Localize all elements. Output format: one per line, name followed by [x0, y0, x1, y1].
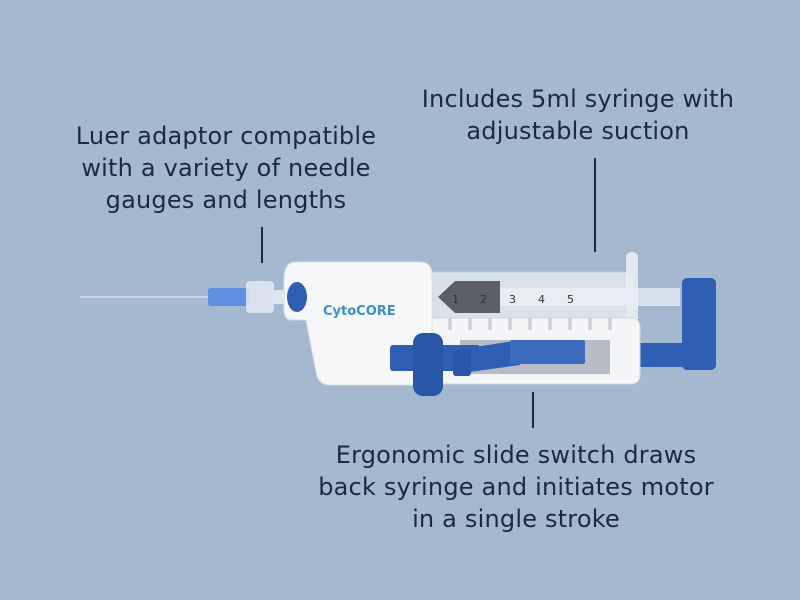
slide-linkage: [468, 340, 520, 372]
luer-port: [287, 282, 307, 312]
leader-line-syringe: [594, 158, 596, 252]
callout-slide-switch: Ergonomic slide switch draws back syring…: [286, 439, 746, 535]
luer-adaptor: [246, 281, 274, 313]
syringe-mark: 4: [538, 293, 545, 306]
callout-line: back syringe and initiates motor: [318, 473, 714, 501]
luer-connector: [272, 290, 286, 304]
slide-switch-hinge: [453, 350, 471, 376]
callout-line: with a variety of needle: [81, 154, 371, 182]
logo-text: CytoCORE: [323, 304, 396, 319]
syringe-mark: 5: [567, 293, 574, 306]
callout-line: in a single stroke: [412, 505, 620, 533]
syringe-mark: 3: [509, 293, 516, 306]
callout-line: Ergonomic slide switch draws: [335, 441, 697, 469]
plunger-bracket: [682, 278, 716, 370]
syringe-mark: 1: [452, 293, 459, 306]
leader-line-switch: [532, 392, 534, 428]
callout-line: Includes 5ml syringe with: [421, 85, 735, 113]
callout-luer-adaptor: Luer adaptor compatible with a variety o…: [46, 120, 406, 216]
callout-line: Luer adaptor compatible: [75, 122, 377, 150]
callout-line: gauges and lengths: [105, 186, 347, 214]
leader-line-luer: [261, 227, 263, 263]
syringe-plunger-tip: [438, 281, 500, 313]
callout-syringe: Includes 5ml syringe with adjustable suc…: [388, 83, 768, 147]
syringe-plunger-rod: [500, 288, 680, 306]
syringe-flange: [626, 252, 638, 330]
callout-line: adjustable suction: [466, 117, 690, 145]
syringe-mark: 2: [480, 293, 487, 306]
slide-carriage: [510, 340, 585, 364]
slide-switch-handle[interactable]: [413, 333, 443, 396]
syringe-marks: 1 2 3 4 5: [452, 293, 574, 306]
needle-hub: [208, 288, 250, 306]
